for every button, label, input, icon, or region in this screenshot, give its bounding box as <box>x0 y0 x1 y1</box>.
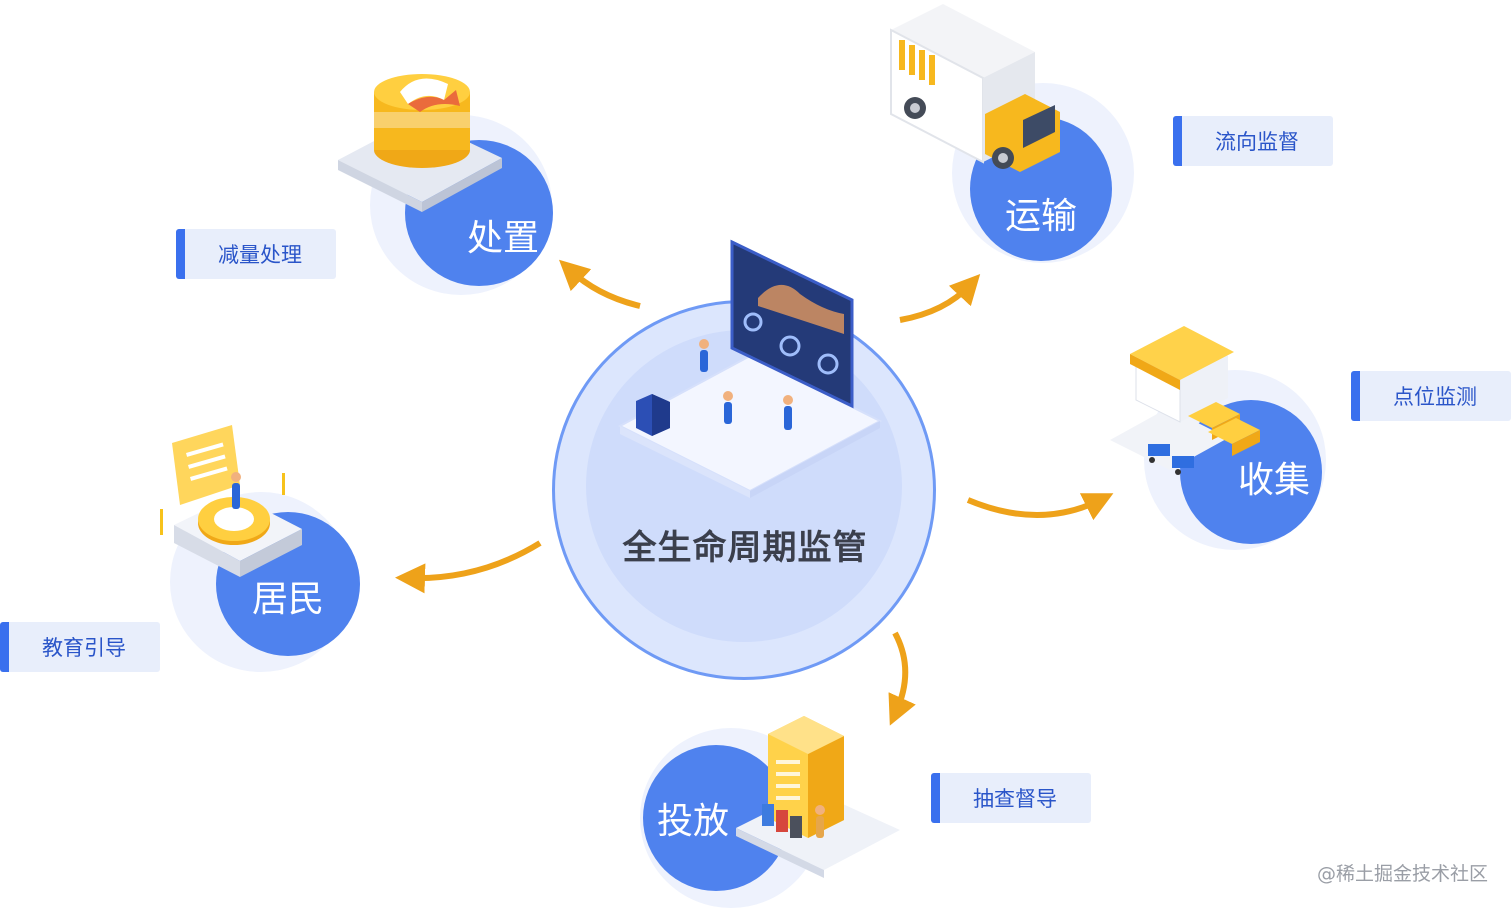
collection-node[interactable]: 收集 <box>1180 400 1322 544</box>
transport-tag[interactable]: 流向监督 <box>1173 116 1333 166</box>
collection-station-illustration <box>1110 326 1260 475</box>
arrow-center-to-transport <box>899 273 981 323</box>
monitoring-platform-illustration <box>617 239 883 498</box>
residential-building-illustration <box>736 716 900 878</box>
arrow-center-to-collection <box>966 493 1114 521</box>
education-podium-illustration <box>160 425 302 577</box>
disposal-cylinder-illustration <box>338 74 502 212</box>
transport-label: 运输 <box>1004 196 1077 237</box>
center-title: 全生命周期监管 <box>622 528 868 568</box>
residents-tag[interactable]: 教育引导 <box>0 622 160 672</box>
collection-tag[interactable]: 点位监测 <box>1351 371 1511 421</box>
arrow-center-to-delivery <box>888 631 916 726</box>
residents-label: 居民 <box>251 579 324 620</box>
disposal-tag[interactable]: 减量处理 <box>176 229 336 279</box>
arrow-center-to-disposal <box>559 259 641 309</box>
disposal-label: 处置 <box>466 218 539 259</box>
arrow-center-to-residents <box>395 540 542 594</box>
collection-label: 收集 <box>1237 460 1310 501</box>
delivery-label: 投放 <box>657 801 730 842</box>
delivery-tag[interactable]: 抽查督导 <box>931 773 1091 823</box>
garbage-truck-illustration <box>890 4 1060 172</box>
watermark: @稀土掘金技术社区 <box>1316 863 1488 885</box>
